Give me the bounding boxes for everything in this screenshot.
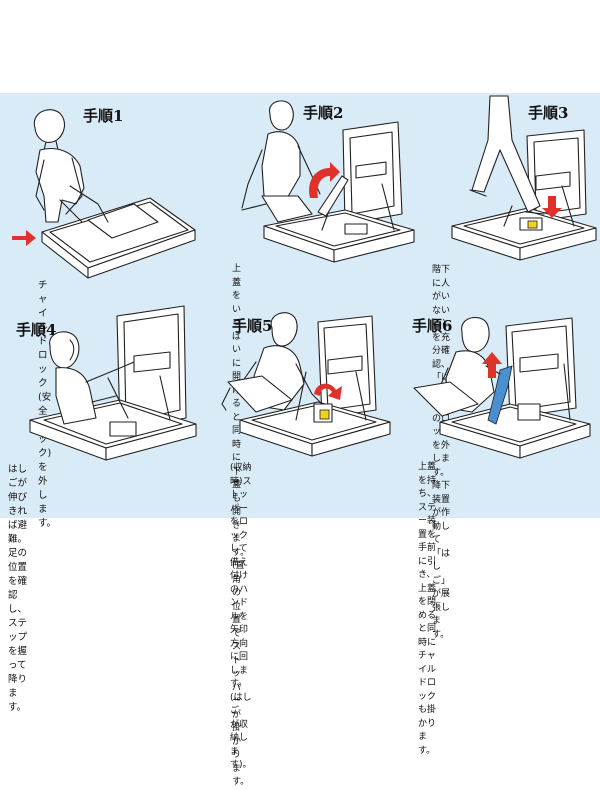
step-6-title: 手順6 <box>412 317 453 335</box>
step-5-red-arrow <box>314 383 342 400</box>
step-2-red-arrow <box>309 162 340 198</box>
step-2-title: 手順2 <box>303 104 344 122</box>
step-2-illustration <box>241 100 415 263</box>
step-4-illustration <box>29 305 197 461</box>
step-6-caption: 上蓋を持ち、ステー装置を手前に引き、上蓋 を閉めると同時にチャイルドロックも掛か… <box>418 462 437 756</box>
step-1-red-arrow <box>12 230 36 246</box>
step-3-red-arrow <box>542 196 562 218</box>
step-5-title: 手順5 <box>232 317 273 335</box>
step-3-title: 手順3 <box>528 104 569 122</box>
step-6-red-arrow <box>482 352 502 378</box>
step-5-illustration <box>221 312 391 457</box>
step-1-illustration <box>12 109 196 279</box>
step-6-illustration <box>413 316 591 459</box>
step-1-title: 手順1 <box>83 107 124 125</box>
step-4-title: 手順4 <box>16 321 57 339</box>
step-5-yellow-sign <box>319 409 330 420</box>
step-1-caption: チャイルドロック(安全ロック)を外します。 <box>38 280 57 529</box>
step-3-yellow-sign <box>527 220 538 229</box>
step-6-blue-stay <box>487 365 513 425</box>
step-3-illustration <box>451 95 597 261</box>
instruction-sheet: 手順1 チャイルドロック(安全ロック)を外します。 手順2 <box>0 93 600 787</box>
